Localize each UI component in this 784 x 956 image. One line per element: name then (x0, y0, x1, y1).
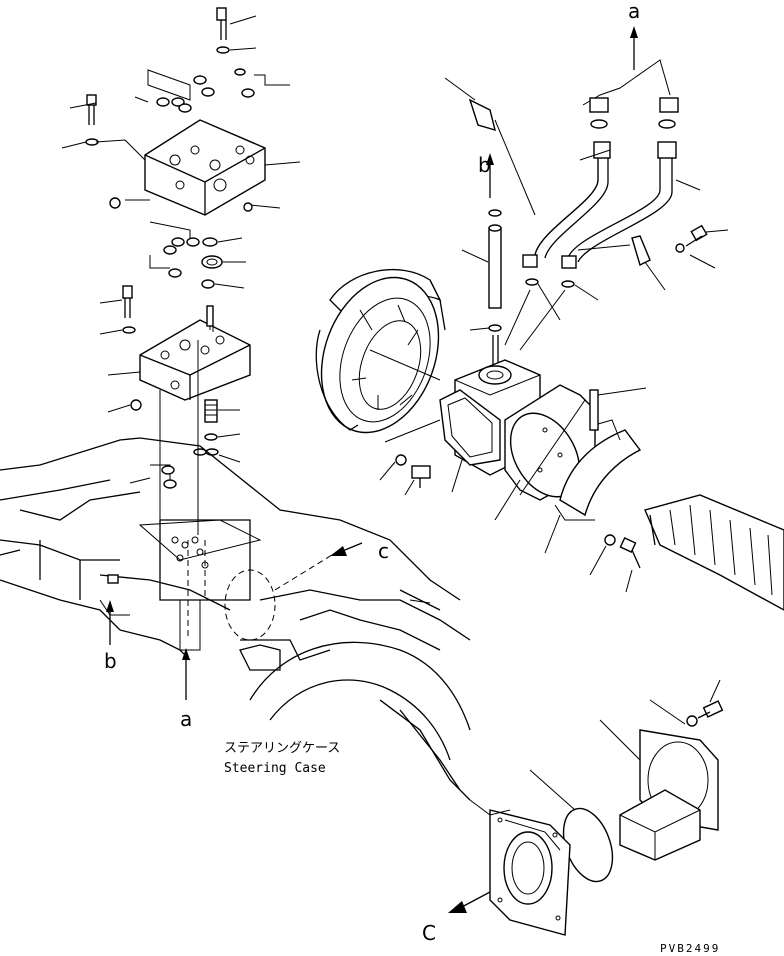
label-a-bottom: a (180, 707, 192, 731)
pipe-clamps (444, 77, 729, 291)
arrow-a-left (182, 648, 190, 700)
brake-drum (315, 268, 446, 434)
label-a-top: a (628, 0, 640, 23)
steering-case-body (0, 437, 471, 801)
arrow-c-bottom (448, 891, 491, 913)
hydraulic-pipe-right (561, 141, 701, 269)
flow-guide-lines (99, 340, 341, 651)
label-b-bottom: b (104, 649, 117, 673)
valve-block-upper (109, 119, 301, 216)
arrow-a-top (630, 26, 638, 70)
top-bolt (216, 7, 257, 54)
drawing-code: PVB2499 (660, 942, 720, 955)
arrow-b-left (106, 600, 114, 645)
seal-callouts-upper (61, 68, 290, 161)
lower-plugs (129, 399, 241, 489)
bearing-cap (544, 419, 642, 554)
gearbox-housing (379, 359, 541, 496)
caption-english: Steering Case (224, 761, 326, 776)
bolt-washer-right (589, 534, 641, 593)
vertical-pipe (461, 209, 599, 378)
caption-japanese: ステアリングケース (224, 741, 340, 756)
hydraulic-pipe-left (522, 141, 611, 268)
pipe-elbow-fittings (582, 59, 679, 129)
adapter-flange (469, 799, 571, 936)
label-c-bottom: C (422, 921, 436, 945)
label-c-mid: c (378, 539, 389, 563)
valve-block-lower (99, 285, 251, 413)
arrow-c-mid (330, 542, 363, 556)
flange-motor-assembly (599, 679, 724, 861)
middle-seals (149, 221, 246, 289)
drive-shaft (644, 494, 784, 611)
label-b-top: b (478, 153, 491, 177)
arrow-b-top (486, 153, 494, 198)
